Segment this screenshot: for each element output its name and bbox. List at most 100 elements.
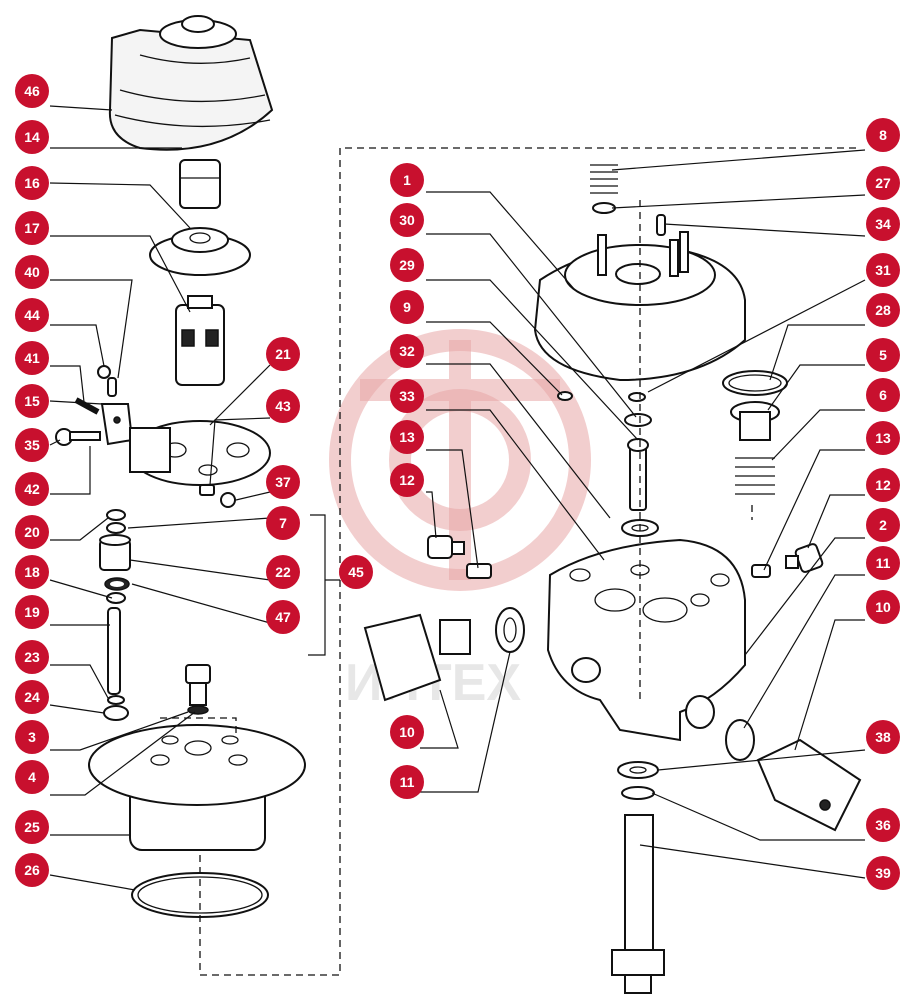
leader-line-27 xyxy=(611,194,866,209)
leader-line-18 xyxy=(49,579,113,599)
leader-line-9 xyxy=(426,321,563,396)
callout-badge-45: 45 xyxy=(339,555,373,589)
callout-number: 40 xyxy=(24,264,40,280)
callout-number: 12 xyxy=(399,472,415,488)
leader-line-36 xyxy=(651,792,865,841)
callout-number: 9 xyxy=(403,299,411,315)
part-11-seal-right xyxy=(725,719,755,761)
leader-line-12 xyxy=(426,491,437,539)
leader-line-3 xyxy=(50,711,189,751)
part-21-plate xyxy=(129,420,271,486)
part-24-collar xyxy=(103,705,129,721)
part-10-solenoid-right xyxy=(756,738,862,832)
callout-badge-2: 2 xyxy=(866,508,900,542)
leader-line-28 xyxy=(769,324,865,381)
leader-line-10 xyxy=(794,619,865,751)
callout-badge-35: 35 xyxy=(15,428,49,462)
callout-badge-42: 42 xyxy=(15,472,49,506)
callout-badge-44: 44 xyxy=(15,298,49,332)
callout-badge-15: 15 xyxy=(15,384,49,418)
callout-badge-17: 17 xyxy=(15,211,49,245)
callout-number: 2 xyxy=(879,517,887,533)
callout-number: 10 xyxy=(399,724,415,740)
callout-number: 42 xyxy=(24,481,40,497)
callout-badge-21: 21 xyxy=(266,337,300,371)
callout-badge-9: 9 xyxy=(390,290,424,324)
leader-line-39 xyxy=(639,844,866,879)
callout-number: 27 xyxy=(875,175,891,191)
leader-line-45 xyxy=(308,514,340,656)
callout-number: 46 xyxy=(24,83,40,99)
part-10-solenoid-left xyxy=(363,613,471,702)
part-43-screw xyxy=(199,484,215,496)
leader-line-26 xyxy=(49,874,136,891)
leader-line-35 xyxy=(49,439,61,446)
callout-badge-14: 14 xyxy=(15,120,49,154)
callout-number: 31 xyxy=(875,262,891,278)
callout-number: 11 xyxy=(400,774,415,790)
callout-badge-11: 11 xyxy=(390,765,424,799)
callout-number: 3 xyxy=(28,729,36,745)
part-44-ball xyxy=(97,365,111,379)
callout-badge-38: 38 xyxy=(866,720,900,754)
leader-line-16 xyxy=(49,182,191,229)
leader-line-21 xyxy=(209,364,271,426)
part-36-washer xyxy=(621,786,655,800)
callout-badge-25: 25 xyxy=(15,810,49,844)
callout-badge-36: 36 xyxy=(866,808,900,842)
leader-line-46 xyxy=(49,105,113,111)
leader-line-17 xyxy=(50,235,191,313)
callout-badge-33: 33 xyxy=(390,379,424,413)
callout-number: 19 xyxy=(24,604,40,620)
part-29-valve-stem xyxy=(627,438,649,511)
callout-number: 16 xyxy=(24,175,40,191)
part-4-washer xyxy=(187,705,209,715)
callout-badge-30: 30 xyxy=(390,203,424,237)
dashed-frames xyxy=(199,147,860,976)
leader-line-31 xyxy=(647,279,866,393)
callout-number: 29 xyxy=(399,257,415,273)
callout-number: 8 xyxy=(879,127,887,143)
leader-line-38 xyxy=(657,749,866,771)
callout-number: 12 xyxy=(875,477,891,493)
part-34-pin xyxy=(656,214,666,236)
part-8-spring xyxy=(590,164,618,194)
leader-line-47 xyxy=(131,583,271,624)
callout-badge-8: 8 xyxy=(866,118,900,152)
callout-badge-22: 22 xyxy=(266,555,300,589)
callout-badge-47: 47 xyxy=(266,600,300,634)
callout-badge-18: 18 xyxy=(15,555,49,589)
part-28-o-ring xyxy=(722,370,788,396)
part-19-rod xyxy=(107,607,121,695)
callout-number: 18 xyxy=(24,564,40,580)
callout-number: 13 xyxy=(875,430,891,446)
leader-line-33 xyxy=(426,409,605,561)
callout-number: 14 xyxy=(24,129,40,145)
leader-line-13 xyxy=(426,449,479,569)
callout-number: 10 xyxy=(875,599,891,615)
callout-number: 33 xyxy=(399,388,415,404)
callout-number: 47 xyxy=(275,609,291,625)
leader-line-13 xyxy=(763,449,865,571)
callout-number: 15 xyxy=(24,393,40,409)
leader-line-15 xyxy=(49,400,103,405)
callout-number: 1 xyxy=(403,172,411,188)
leader-line-8 xyxy=(611,149,866,171)
leader-line-30 xyxy=(426,233,637,418)
callout-badge-10: 10 xyxy=(390,715,424,749)
callout-badge-43: 43 xyxy=(266,389,300,423)
callout-number: 45 xyxy=(348,564,364,580)
part-15-bracket xyxy=(100,403,134,446)
callout-badge-19: 19 xyxy=(15,595,49,629)
part-35-screw xyxy=(55,428,101,446)
callout-number: 32 xyxy=(399,343,415,359)
part-20-washer xyxy=(106,509,126,521)
leader-line-23 xyxy=(50,664,109,699)
callout-badge-23: 23 xyxy=(15,640,49,674)
leader-line-40 xyxy=(50,279,133,379)
leader-line-2 xyxy=(744,537,865,656)
callout-badge-26: 26 xyxy=(15,853,49,887)
part-17-valve-body xyxy=(175,295,225,386)
callout-badge-3: 3 xyxy=(15,720,49,754)
